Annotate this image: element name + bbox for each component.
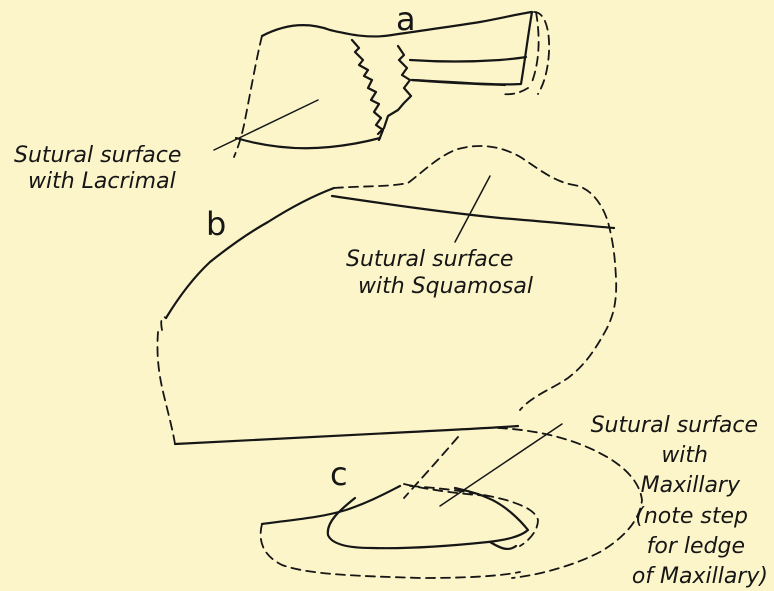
label-squamosal-line-1: Sutural surface [346,247,513,272]
part-b-upper-edge [166,188,334,318]
part-c-ledge [490,542,516,549]
label-maxillary-line-6: of Maxillary) [632,564,768,589]
bone-part-c [261,428,642,578]
part-a-suture-zigzag [352,40,383,140]
label-lacrimal-line-2: with Lacrimal [28,169,176,194]
part-b-suture-line [332,196,614,228]
label-maxillary-line-4: (note step [635,504,748,529]
part-a-lower-ridge [412,80,505,85]
label-maxillary: Sutural surface with Maxillary (note ste… [591,413,768,589]
part-b-letter: b [206,205,226,243]
part-a-suture-zigzag-2 [378,46,411,134]
label-maxillary-line-5: for ledge [647,534,745,559]
part-a-ridge [410,57,526,62]
part-a-bottom-edge [236,138,380,148]
leader-squamosal [455,176,490,242]
part-c-dashed-outline [261,428,642,578]
part-c-letter: c [330,455,348,493]
part-b-bottom-edge [175,426,518,444]
label-maxillary-line-1: Sutural surface [591,413,758,438]
bone-part-a [234,12,549,157]
part-c-inner-loop [328,488,528,548]
label-maxillary-line-2: with [661,443,708,468]
label-squamosal-line-2: with Squamosal [358,274,533,299]
part-a-letter: a [396,0,416,38]
leader-lacrimal [214,100,318,150]
label-maxillary-line-3: Maxillary [641,473,741,498]
label-lacrimal-line-1: Sutural surface [14,143,181,168]
